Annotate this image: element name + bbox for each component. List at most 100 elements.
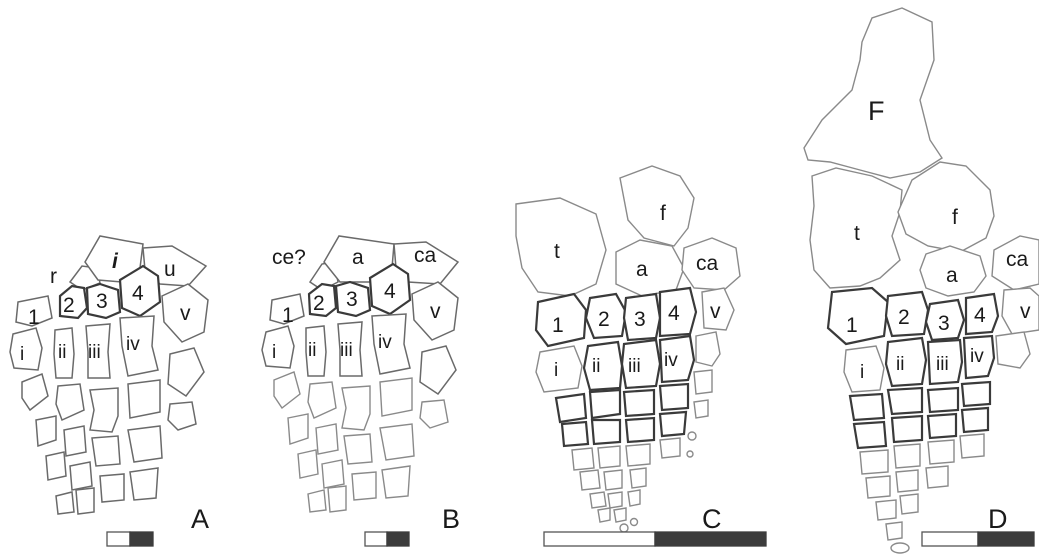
metacarpal-5-bone: [168, 348, 204, 396]
phalanx-bone: [860, 450, 888, 474]
metacarpal-2-bone: [886, 338, 926, 386]
label-metacarpal-1: i: [860, 362, 864, 383]
femur-bone: [804, 8, 942, 178]
phalanx-bone: [631, 519, 638, 526]
phalanx-bone: [928, 414, 956, 438]
phalanx-bone: [328, 486, 346, 512]
phalanx-bone: [960, 434, 984, 458]
label-astragalus: a: [636, 258, 648, 281]
metacarpal-1-bone: [536, 346, 582, 392]
label-astragalus: a: [946, 264, 958, 287]
label-carpal-3: 3: [96, 290, 108, 313]
panel-a: r i u 1 2 3 4 v i ii iii iv A: [10, 236, 209, 546]
phalanx-bone: [322, 460, 344, 488]
label-carpal-5: v: [430, 300, 441, 323]
label-intermedium: a: [352, 246, 364, 269]
label-radiale: r: [50, 265, 57, 288]
label-metacarpal-4: iv: [664, 350, 678, 371]
phalanx-bone: [562, 422, 588, 446]
label-carpal-1: 1: [28, 306, 40, 329]
scale-bar-dark: [130, 532, 153, 546]
phalanx-bone: [168, 402, 196, 430]
label-fibulare: f: [952, 206, 958, 229]
label-tibiale: t: [554, 240, 560, 263]
phalanx-bone: [660, 438, 680, 458]
label-centrale: ce?: [272, 246, 306, 269]
phalanx-bone: [22, 374, 48, 410]
phalanx-bone: [128, 426, 162, 462]
label-metacarpal-4: iv: [378, 332, 392, 353]
phalanx-bone: [687, 451, 693, 457]
phalanx-bone: [382, 466, 410, 498]
astragalus-bone: [616, 240, 684, 296]
phalanx-bone: [90, 388, 118, 432]
phalanx-bone: [962, 408, 988, 432]
phalanx-bone: [894, 444, 920, 468]
metacarpal-5-bone: [420, 346, 456, 394]
label-carpal-5: v: [1020, 300, 1031, 323]
phalanx-bone: [854, 422, 886, 448]
phalanx-bone: [620, 524, 628, 532]
label-metacarpal-3: iii: [340, 340, 353, 361]
phalanx-bone: [892, 416, 922, 442]
panel-label: B: [442, 504, 460, 534]
scale-bar-light: [365, 532, 387, 546]
label-ulnare: ca: [414, 244, 437, 267]
label-metacarpal-2: ii: [308, 340, 316, 361]
label-metacarpal-3: iii: [936, 354, 949, 375]
label-metacarpal-1: i: [20, 344, 24, 365]
panel-label: C: [702, 504, 722, 534]
phalanx-bone: [92, 436, 120, 466]
label-femur: F: [868, 96, 885, 126]
label-carpal-2: 2: [598, 308, 610, 331]
phalanx-bone: [288, 414, 308, 444]
phalanx-bone: [888, 388, 922, 414]
phalanx-bone: [628, 490, 640, 506]
label-carpal-2: 2: [898, 306, 910, 329]
phalanx-bone: [886, 522, 902, 540]
phalanx-bone: [352, 472, 376, 500]
phalanx-bone: [342, 386, 370, 430]
label-carpal-2: 2: [63, 294, 75, 317]
label-tibiale: t: [854, 222, 860, 245]
phalanx-bone: [694, 400, 708, 418]
label-metacarpal-2: ii: [896, 354, 904, 375]
phalanx-bone: [298, 450, 318, 478]
label-metacarpal-4: iv: [126, 334, 140, 355]
label-metacarpal-1: i: [554, 360, 558, 381]
phalanx-bone: [308, 382, 336, 418]
phalanx-bone: [380, 378, 412, 416]
scale-bar-light: [922, 532, 978, 546]
label-metacarpal-1: i: [272, 342, 276, 363]
phalanx-bone: [928, 440, 954, 464]
label-metacarpal-3: iii: [88, 342, 101, 363]
phalanx-bone: [694, 370, 712, 394]
label-carpal-4: 4: [668, 302, 680, 325]
phalanx-bone: [128, 380, 160, 418]
phalanx-bone: [660, 384, 688, 410]
label-carpal-1: 1: [846, 314, 858, 337]
phalanx-bone: [76, 488, 94, 514]
phalanx-bone: [130, 468, 158, 500]
phalanx-bone: [420, 400, 448, 428]
phalanx-bone: [590, 492, 606, 508]
phalanx-bone: [56, 384, 84, 420]
label-carpal-3: 3: [938, 312, 950, 335]
phalanx-bone: [100, 474, 124, 502]
phalanx-bone: [896, 470, 918, 492]
phalanx-bone: [36, 416, 56, 446]
scale-bar-dark: [387, 532, 409, 546]
phalanx-bone: [46, 452, 66, 480]
scale-bar-dark: [655, 532, 766, 546]
phalanx-bone: [598, 508, 610, 522]
label-metacarpal-4: iv: [970, 346, 984, 367]
scale-bar-light: [107, 532, 130, 546]
scale-bar-light: [544, 532, 655, 546]
label-carpal-3: 3: [346, 288, 358, 311]
label-metacarpal-3: iii: [628, 356, 641, 377]
label-carpal-1: 1: [282, 304, 294, 327]
label-carpal-4: 4: [132, 282, 144, 305]
phalanx-bone: [630, 468, 646, 488]
scale-bar-dark: [978, 532, 1034, 546]
